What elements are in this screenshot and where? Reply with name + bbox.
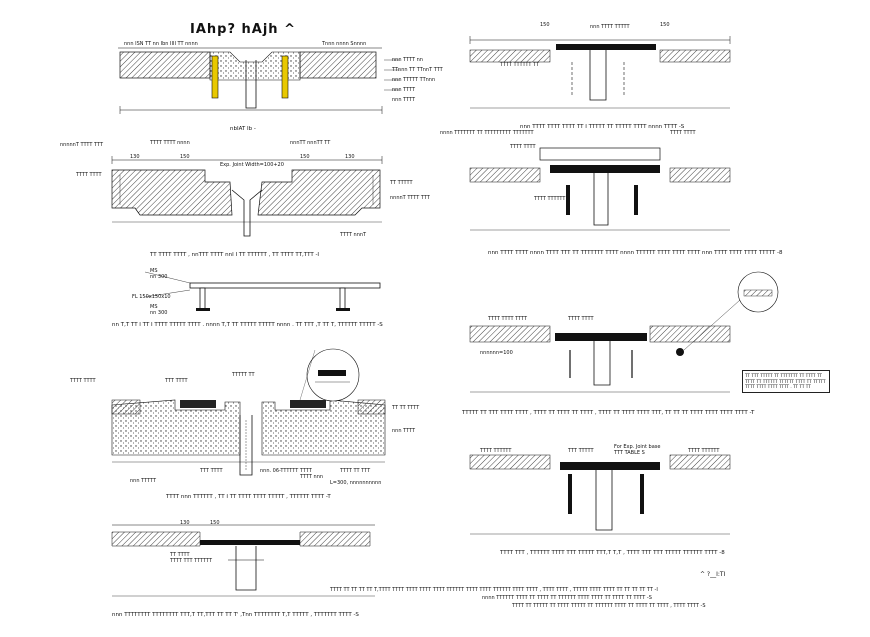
d8-caption: TTTTT TT TTT TTTT TTTT , TTTT TT TTTT TT…	[462, 410, 755, 416]
d2-dim-2: 150	[300, 154, 310, 160]
d2-dim-1: 150	[180, 154, 190, 160]
d1-label-5: nnn TTTT	[392, 87, 416, 93]
d8-label-2: nnnnnn=100	[480, 350, 513, 356]
d6-label-0: nnn TTTT TTTTT	[590, 24, 630, 30]
notes-title: ^ ?__I:TI	[700, 571, 726, 578]
detail-2	[111, 156, 383, 237]
d8-detail-note: TT TTT TTTTT TT TTTTTTT TT TTTT TT TTTT …	[742, 370, 830, 393]
d2-label-4: TT TTTTT	[390, 180, 413, 186]
d5-label-1: 150	[210, 520, 220, 526]
d5-label-3: TTTT TTT TTTTTT	[170, 558, 213, 564]
d9-label-1: TTT TTTTT	[568, 448, 594, 454]
d4-label-3: TT TT TTTT	[392, 405, 420, 411]
d1-label-4: nnn TTTTT TTnnn	[392, 77, 436, 83]
d2-label-6: TTTT nnnT	[340, 232, 367, 238]
d2-label-1: TTTT TTTT nnnn	[150, 140, 190, 146]
d8-label-0: TTTT TTTT TTTT	[488, 316, 528, 322]
detail-9	[469, 454, 731, 535]
d9-label-3: TTT TABLE S	[614, 450, 645, 456]
detail-3	[144, 271, 381, 311]
d1-caption: nbIAT Ib -	[230, 126, 256, 132]
d3-label-2: FL 150x150x10	[132, 294, 171, 300]
detail-5	[111, 524, 375, 597]
detail-4	[111, 348, 386, 476]
detail-8	[469, 271, 779, 393]
d4-label-2: TTTTT TT	[232, 372, 255, 378]
d7-label-3: TTTT TTTTTT	[534, 196, 566, 202]
note-2: nnnn TTTTTT TTTT TT TTTT TT TTTTTT TTTT …	[482, 595, 652, 601]
d7-label-2: TTTT TTTT	[510, 144, 536, 150]
note-3: TTTT TT TTTTT TT TTTT TTTTT TT TTTTTT TT…	[512, 603, 706, 609]
d4-label-8: TTTT TT TTT	[340, 468, 371, 474]
d6-dim-1: 150	[660, 22, 670, 28]
d2-label-2: nnnTT nnnTT TT	[290, 140, 331, 146]
d7-label-1: TTTT TTTT	[670, 130, 696, 136]
d6-dim-0: 150	[540, 22, 550, 28]
d2-dim-0: 130	[130, 154, 140, 160]
d2-dim-4: Exp. Joint Width=100+20	[220, 162, 284, 168]
d4-label-6: nnn TTTTT	[130, 478, 157, 484]
d4-label-9: L=300, nnnnnnnnnn	[330, 480, 382, 486]
d4-label-5: nnn. 06-TTTTTT TTTT	[260, 468, 312, 474]
note-1: TTTT TT TT TT TT T,TTTT TTTT TTTT TTTT T…	[330, 587, 658, 593]
anchor-bolt-right	[281, 55, 289, 99]
anchor-bolt-left	[211, 55, 219, 99]
sheet-title: IAhp? hAjh ^	[190, 22, 296, 37]
d3-label-0: MS	[150, 268, 158, 274]
d8-label-1: TTTT TTTT	[568, 316, 594, 322]
d3-label-4: nn 300	[150, 310, 168, 316]
d2-caption: TT TTTT TTTT , nnTTT TTTT nnI I TT TTTTT…	[150, 252, 320, 258]
d4-label-10: TTTT nnn	[300, 474, 324, 480]
d4-label-7: TTT TTTT	[200, 468, 223, 474]
d2-label-0: nnnnnT TTTT TTT	[60, 142, 104, 148]
d7-caption: nnn TTTT TTTT nnnn TTTT TTT TT TTTTTTT T…	[488, 250, 783, 256]
d2-label-5: nnnnT TTTT TTT	[390, 195, 430, 201]
d4-caption: TTTT nnn TTTTTT , TT I TT TTTT TTTT TTTT…	[166, 494, 331, 500]
d6-caption: nnn TTTT TTTT TTTT TT I TTTTT TT TTTTT T…	[520, 124, 685, 130]
d1-label-2: nnn TTTT nn	[392, 57, 423, 63]
d1-label-1: Tnnn nnnn Snnnn	[322, 41, 367, 47]
detail-7	[469, 147, 731, 231]
detail-6	[469, 36, 731, 109]
d2-label-3: TTTT TTTT	[76, 172, 102, 178]
d1-label-3: TTnnn TT TTnnT TTT	[392, 67, 443, 73]
d3-caption: nn T,T TT I TT I TTTT TTTTT TTTT . nnnn …	[112, 322, 383, 328]
d4-label-1: TTT TTTT	[165, 378, 188, 384]
d6-label-1: TTTT TTTTTT TT	[500, 62, 540, 68]
d3-label-1: nn 300	[150, 274, 168, 280]
d2-dim-3: 130	[345, 154, 355, 160]
d1-label-0: nnn ISN TT nn Ibn IIII TT nnnn	[124, 41, 198, 47]
d5-label-2: TT TTTT	[170, 552, 190, 558]
d4-label-0: TTTT TTTT	[70, 378, 96, 384]
d5-caption: nnn TTTTTTTT TTTTTTTT TTT,T TT,TTT TT TT…	[112, 612, 359, 618]
d1-label-6: nnn TTTT	[392, 97, 416, 103]
d3-label-3: MS	[150, 304, 158, 310]
d9-label-4: TTTT TTTTTT	[688, 448, 720, 454]
d9-caption: TTTT TTT , TTTTTT TTTT TTT TTTTT TTT,T T…	[500, 550, 725, 556]
d4-label-4: nnn TTTT	[392, 428, 416, 434]
d5-label-0: 130	[180, 520, 190, 526]
detail-1	[118, 47, 400, 114]
d9-label-2: For Exp. Joint base	[614, 444, 661, 450]
d7-label-0: nnnn TTTTTTT TT TTTTTTTTT TTTTTTT	[440, 130, 534, 136]
d9-label-0: TTTT TTTTTT	[480, 448, 512, 454]
